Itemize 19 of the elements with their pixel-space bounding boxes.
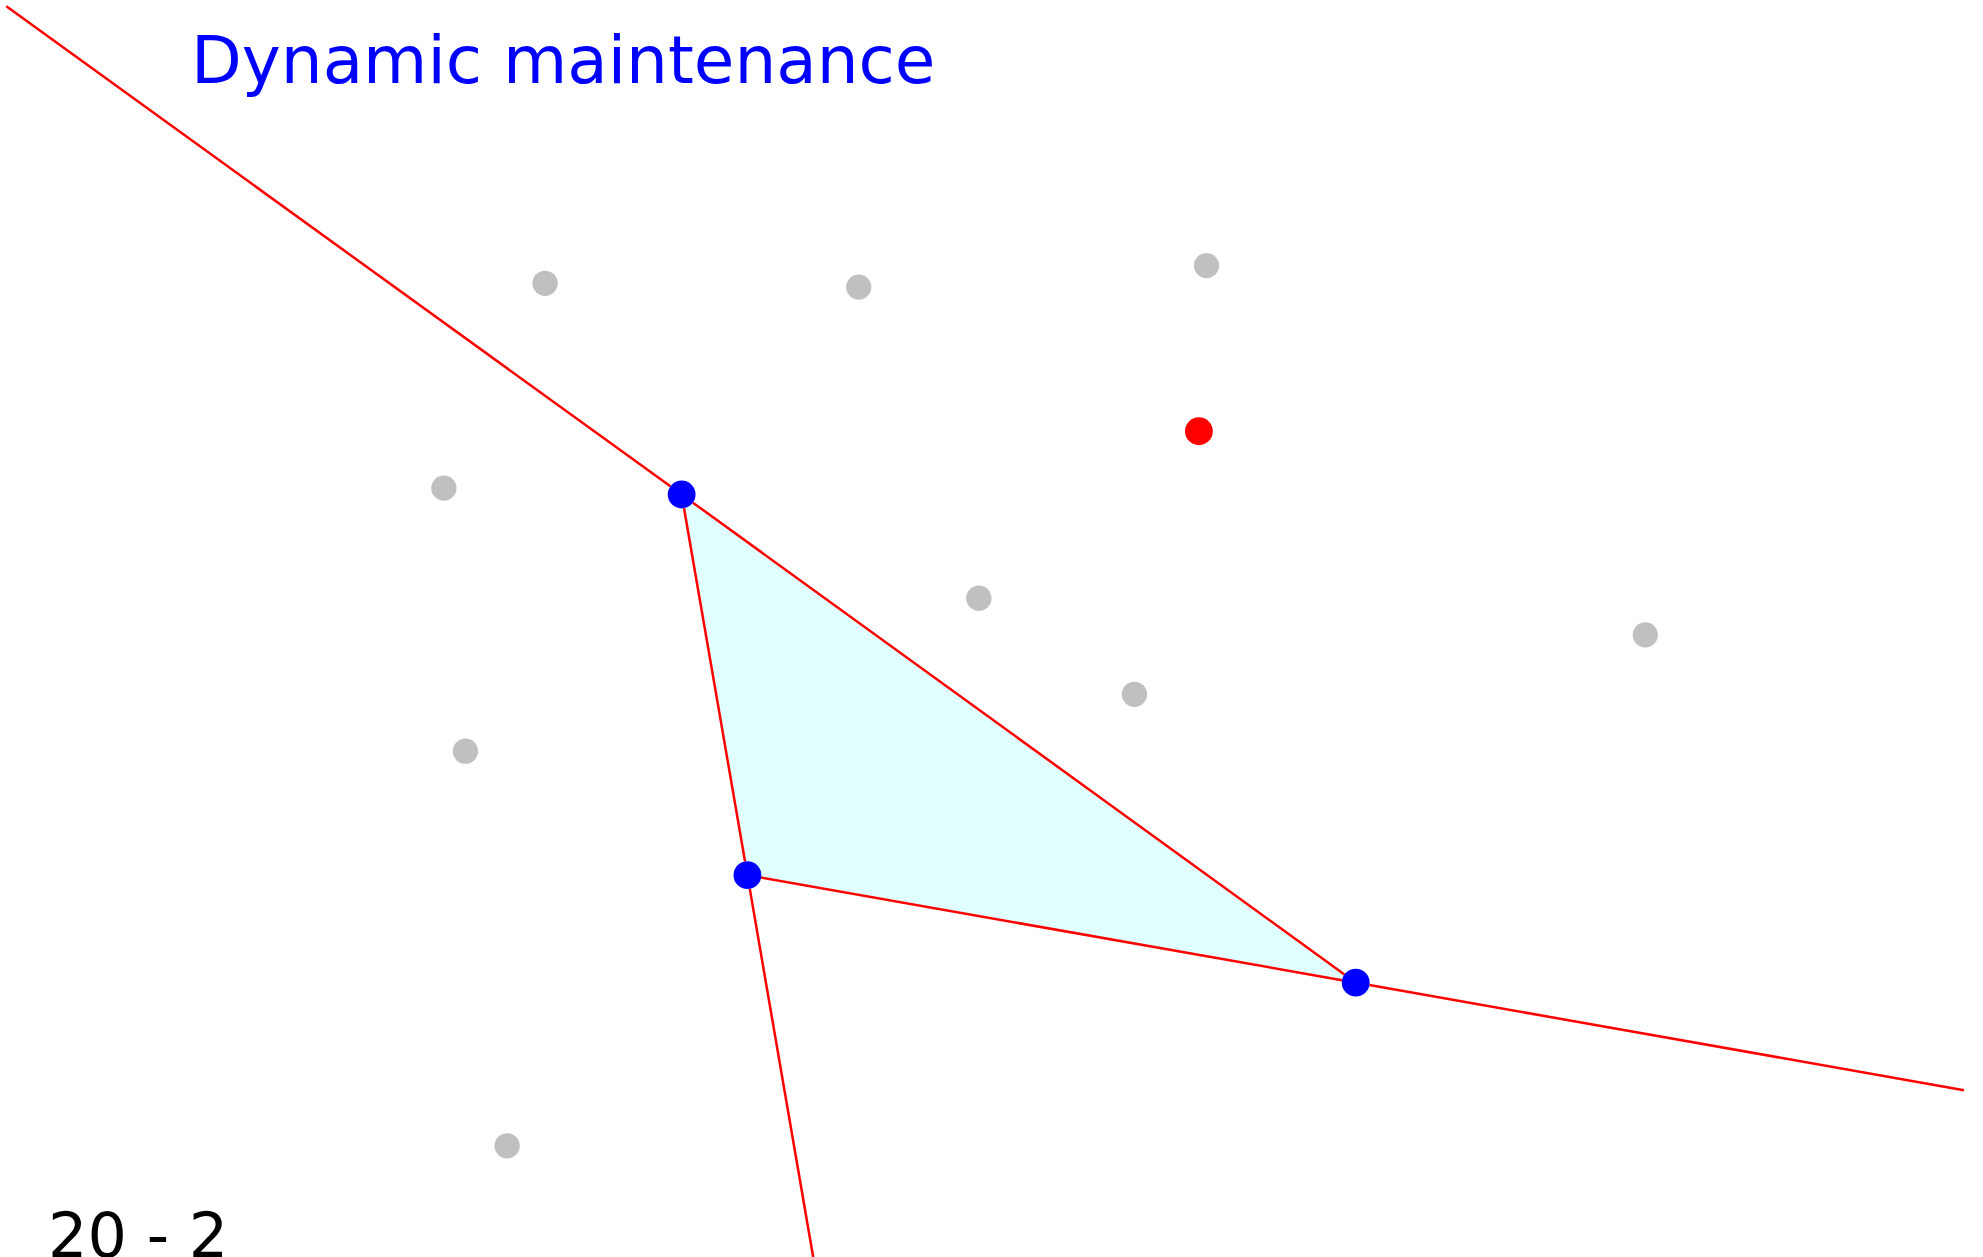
point-dot — [452, 738, 479, 764]
point-dot — [1193, 252, 1220, 279]
point-dot — [1632, 622, 1658, 648]
edge-line — [748, 888, 815, 1257]
edge-line — [5, 5, 672, 488]
edge-line — [692, 501, 1346, 976]
point-dot — [846, 274, 872, 300]
point-dot — [1185, 417, 1213, 446]
point-dot — [431, 475, 457, 501]
edge-line — [682, 507, 747, 862]
point-dot — [1341, 968, 1370, 997]
point-dot — [494, 1133, 520, 1159]
point-dot — [733, 861, 762, 890]
point-dot — [532, 270, 558, 296]
point-dot — [966, 585, 992, 611]
point-dot — [1121, 681, 1148, 707]
edge-line — [760, 876, 1343, 982]
point-dot — [667, 480, 696, 509]
edge-line — [1369, 983, 1965, 1092]
